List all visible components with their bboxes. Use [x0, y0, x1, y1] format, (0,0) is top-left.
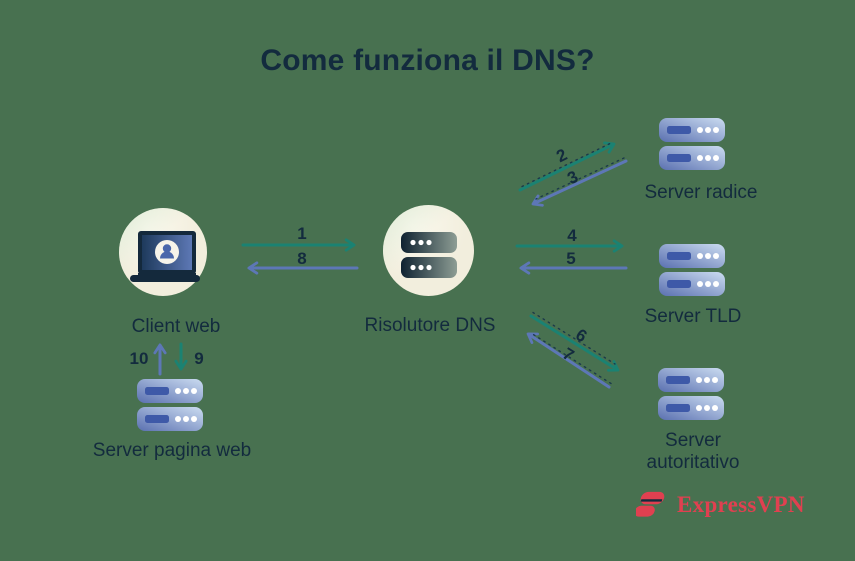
webpage-server-icon — [137, 379, 203, 431]
authoritative-server-label: Server autoritativo — [646, 430, 740, 474]
arrow-label-8: 8 — [297, 249, 307, 268]
arrow-2-dotted-edge — [521, 142, 612, 188]
resolver-label: Risolutore DNS — [364, 315, 496, 336]
arrow-label-10: 10 — [129, 349, 149, 368]
arrow-3-dotted-edge — [535, 157, 625, 200]
expressvpn-wordmark: ExpressVPN — [677, 492, 805, 517]
client-web-label: Client web — [131, 316, 221, 337]
arrow-label-1: 1 — [297, 224, 307, 243]
expressvpn-logo: ExpressVPN — [636, 487, 805, 523]
arrow-label-4: 4 — [567, 226, 577, 245]
arrow-7 — [526, 332, 611, 389]
tld-server-icon — [659, 244, 725, 296]
root-server-icon — [659, 118, 725, 170]
arrow-2 — [518, 141, 616, 192]
arrow-label-5: 5 — [566, 249, 576, 268]
root-server-label: Server radice — [644, 182, 758, 203]
expressvpn-mark-icon — [636, 491, 666, 517]
dns-resolver-server-icon — [401, 232, 457, 278]
laptop-user-icon — [130, 231, 200, 282]
arrow-6-dotted-edge — [532, 311, 616, 365]
arrow-label-9: 9 — [194, 349, 204, 368]
webpage-server-label: Server pagina web — [92, 440, 252, 461]
authoritative-server-icon — [658, 368, 724, 420]
resolver-circle — [383, 205, 474, 296]
page-title: Come funziona il DNS? — [260, 44, 595, 77]
arrow-7-dotted-edge — [530, 332, 612, 385]
arrow-6 — [529, 314, 620, 372]
tld-server-label: Server TLD — [644, 306, 742, 327]
arrow-3 — [531, 159, 628, 207]
